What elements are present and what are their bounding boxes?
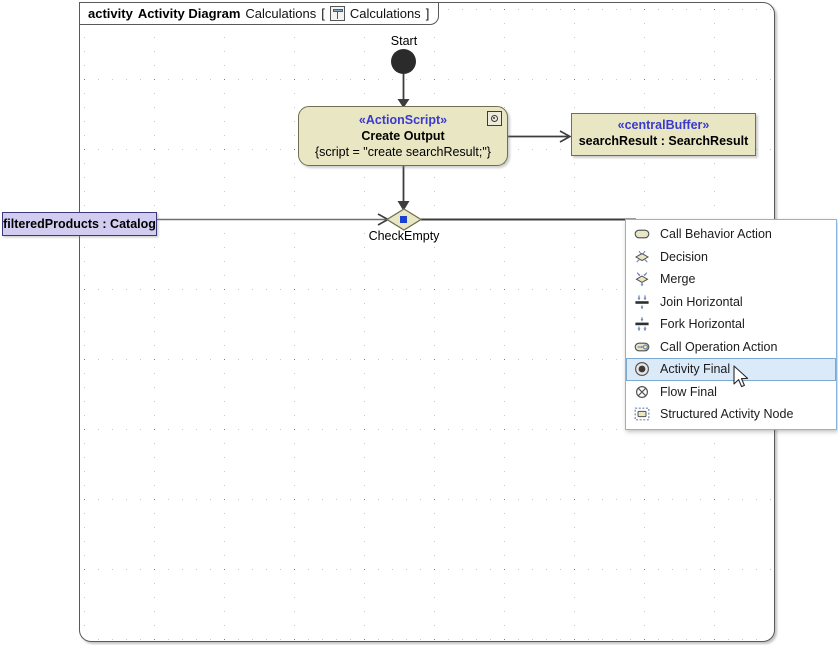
frame-scoped-name: Calculations: [349, 6, 421, 21]
flow-final-icon: [633, 383, 651, 401]
object-node-filtered-products[interactable]: filteredProducts : Catalog: [2, 212, 157, 236]
action-stereotype-label: «ActionScript»: [358, 113, 448, 127]
menu-item-call-operation-action[interactable]: Call Operation Action: [626, 336, 836, 359]
menu-item-call-behavior-action[interactable]: Call Behavior Action: [626, 223, 836, 246]
action-name-label: Create Output: [361, 129, 445, 143]
join-horizontal-icon: [633, 293, 651, 311]
central-buffer-name-label: searchResult : SearchResult: [578, 134, 749, 148]
menu-item-label: Flow Final: [660, 384, 717, 399]
menu-item-label: Fork Horizontal: [660, 317, 745, 332]
menu-item-join-horizontal[interactable]: Join Horizontal: [626, 291, 836, 314]
menu-item-label: Merge: [660, 272, 696, 287]
menu-item-label: Decision: [660, 249, 708, 264]
frame-name-label: Calculations: [245, 6, 317, 21]
frame-kind-label: activity: [88, 6, 133, 21]
decision-node-label: CheckEmpty: [368, 229, 440, 243]
frame-bracket-open: [: [321, 6, 325, 21]
structured-activity-node-icon: [633, 405, 651, 423]
menu-item-label: Structured Activity Node: [660, 407, 794, 422]
action-property-label: {script = "create searchResult;"}: [315, 145, 491, 159]
menu-item-label: Call Behavior Action: [660, 227, 772, 242]
activity-diagram-icon: [329, 6, 345, 21]
menu-item-merge[interactable]: Merge: [626, 268, 836, 291]
action-node-create-output[interactable]: «ActionScript» Create Output {script = "…: [298, 106, 508, 166]
menu-item-flow-final[interactable]: Flow Final: [626, 381, 836, 404]
central-buffer-stereotype-label: «centralBuffer»: [617, 118, 710, 132]
frame-bracket-close: ]: [425, 6, 430, 21]
merge-icon: [633, 270, 651, 288]
decision-icon: [633, 248, 651, 266]
menu-item-activity-final[interactable]: Activity Final: [626, 358, 836, 381]
start-node-label: Start: [390, 34, 418, 48]
menu-item-label: Join Horizontal: [660, 294, 743, 309]
menu-item-label: Activity Final: [660, 362, 731, 377]
central-buffer-node[interactable]: «centralBuffer» searchResult : SearchRes…: [571, 113, 756, 156]
fork-horizontal-icon: [633, 315, 651, 333]
call-behavior-action-icon: [633, 225, 651, 243]
menu-item-decision[interactable]: Decision: [626, 246, 836, 269]
initial-node-icon[interactable]: [391, 49, 416, 74]
object-node-label: filteredProducts : Catalog: [3, 217, 156, 231]
menu-item-fork-horizontal[interactable]: Fork Horizontal: [626, 313, 836, 336]
diagram-frame-header: activity Activity Diagram Calculations […: [79, 2, 440, 25]
menu-item-label: Call Operation Action: [660, 339, 778, 354]
frame-type-label: Activity Diagram: [137, 6, 241, 21]
action-script-icon[interactable]: [487, 111, 502, 126]
activity-final-icon: [633, 360, 651, 378]
menu-item-structured-activity-node[interactable]: Structured Activity Node: [626, 403, 836, 426]
call-operation-action-icon: [633, 338, 651, 356]
